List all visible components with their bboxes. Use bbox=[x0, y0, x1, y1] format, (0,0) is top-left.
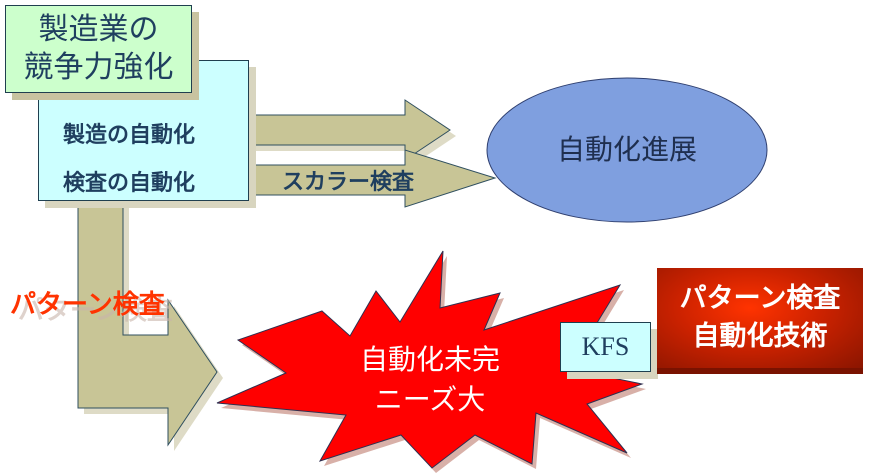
pattern-automation-tech-box: パターン検査 自動化技術 bbox=[657, 268, 863, 368]
title-line-1: 製造業の bbox=[38, 12, 159, 47]
burst-line-1: 自動化未完 bbox=[359, 343, 500, 376]
title-line-2: 競争力強化 bbox=[23, 50, 174, 85]
arrow-scalar bbox=[247, 149, 497, 208]
kfs-label: KFS bbox=[581, 332, 630, 361]
l-arrow-pattern bbox=[77, 199, 218, 447]
kfs-box: KFS bbox=[560, 322, 651, 372]
arrow-manufacturing bbox=[247, 99, 451, 161]
automation-progress-ellipse bbox=[486, 77, 768, 223]
inspection-automation-label: 検査の自動化 bbox=[63, 171, 196, 196]
tech-line-2: 自動化技術 bbox=[692, 321, 828, 352]
needs-starburst bbox=[216, 250, 644, 469]
scalar-inspection-label: スカラー検査 bbox=[282, 170, 415, 195]
burst-line-2: ニーズ大 bbox=[374, 383, 486, 416]
pattern-inspection-label: パターン検査 bbox=[10, 290, 165, 320]
title-box-competitiveness: 製造業の 競争力強化 bbox=[5, 5, 192, 93]
tech-line-1: パターン検査 bbox=[679, 283, 841, 314]
automation-progress-label: 自動化進展 bbox=[556, 133, 697, 166]
manufacturing-automation-label: 製造の自動化 bbox=[63, 123, 196, 148]
needs-burst-text: 自動化未完 ニーズ大 bbox=[330, 340, 530, 420]
